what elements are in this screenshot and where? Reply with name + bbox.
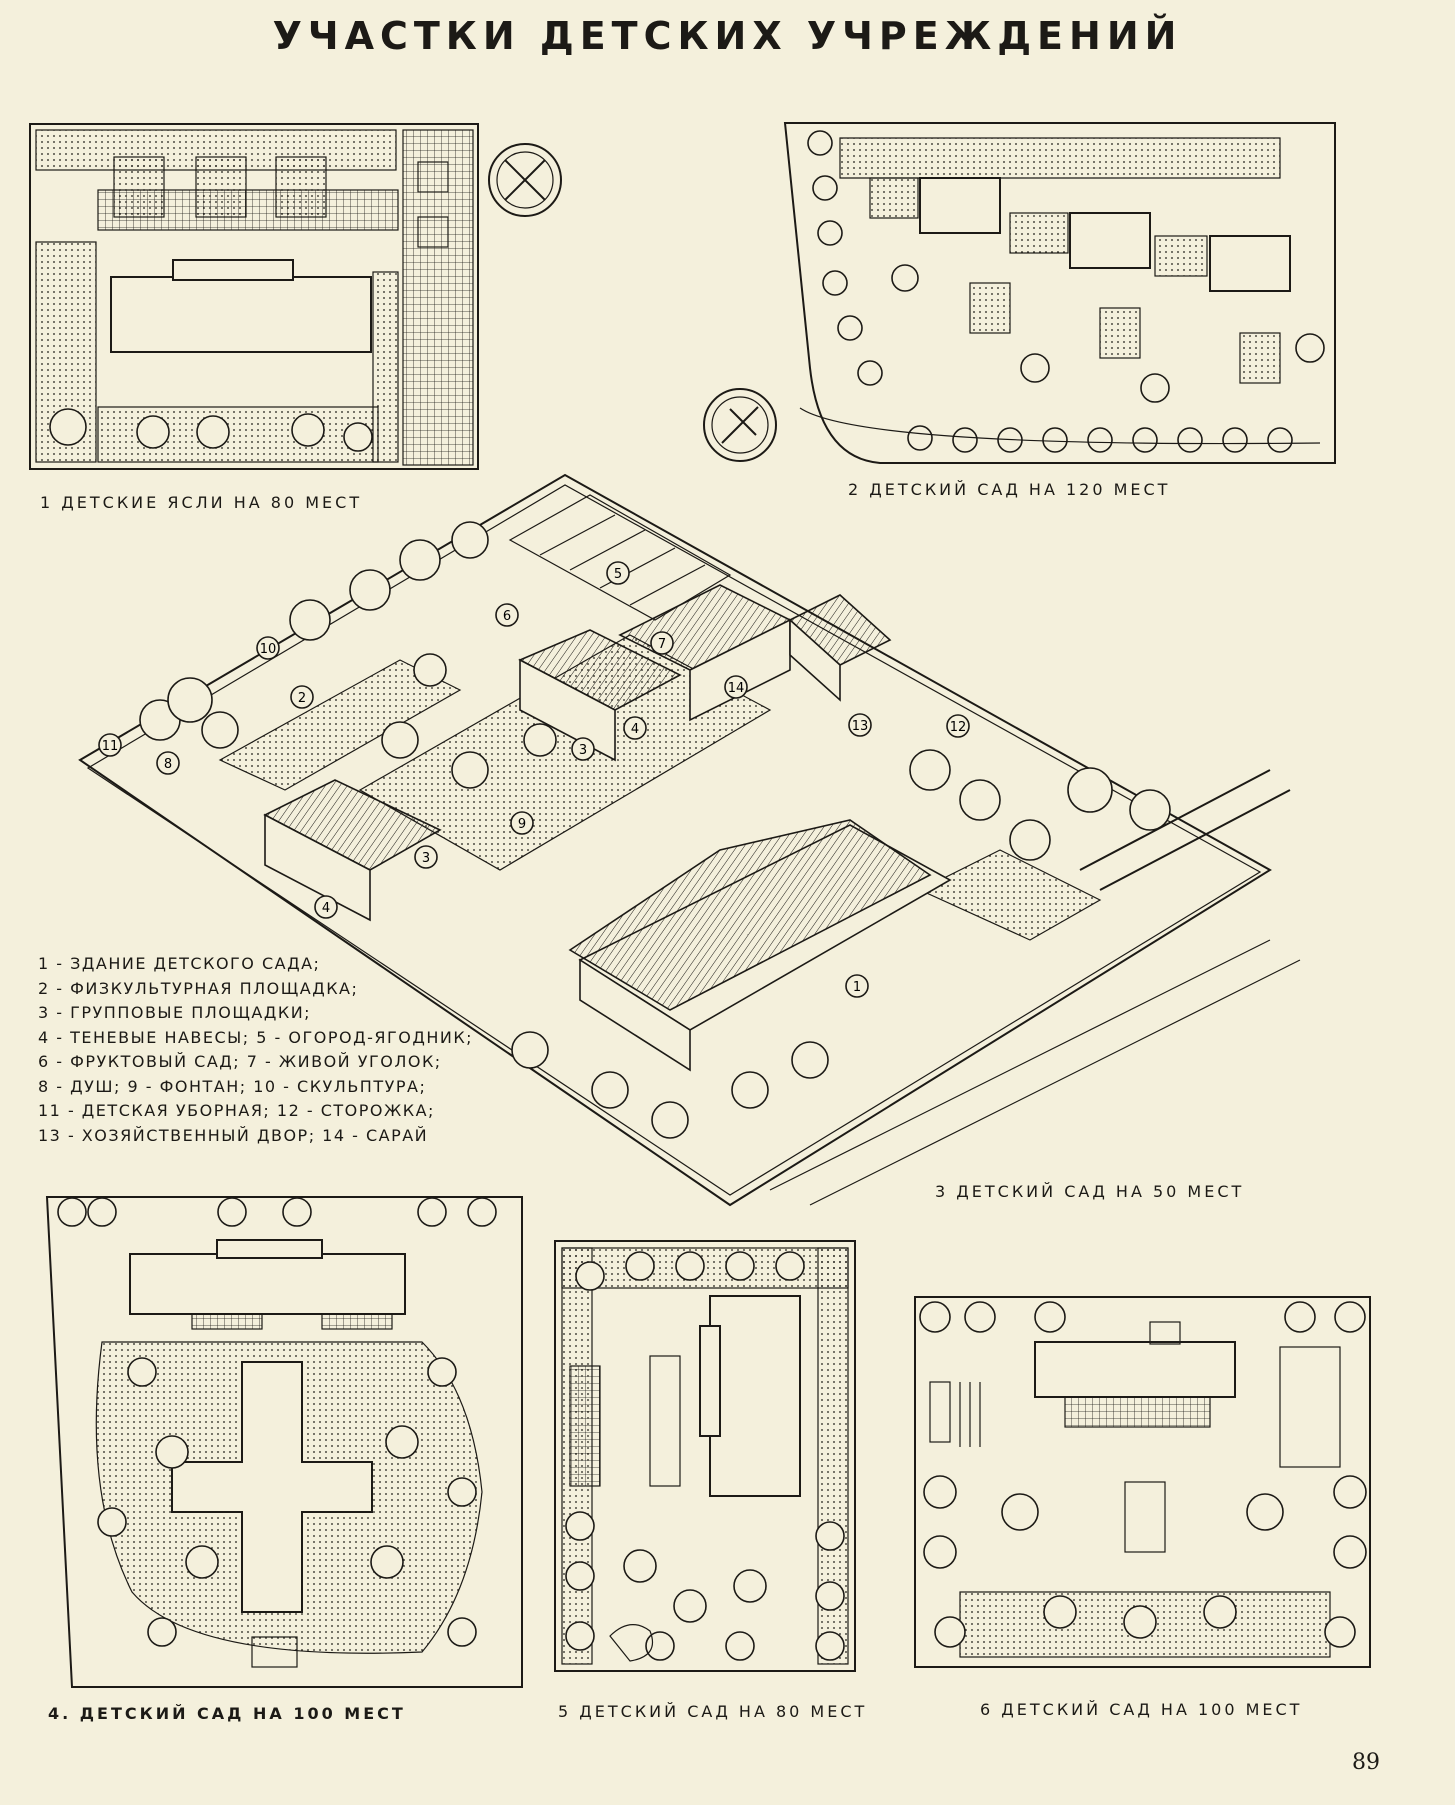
marker-4b: 4	[314, 895, 338, 919]
plan-5-caption: 5 ДЕТСКИЙ САД НА 80 МЕСТ	[558, 1702, 868, 1721]
plan-3-markers: 1 2 3 3 4 4 5 6 7 8 9 10 11 12 13 14	[98, 561, 970, 998]
marker-6-label: 6	[503, 609, 511, 624]
plan-4-kindergarten-100	[45, 1196, 523, 1688]
plan-2-caption: 2 ДЕТСКИЙ САД НА 120 МЕСТ	[848, 480, 1171, 499]
marker-3-label: 3	[579, 743, 587, 758]
shade-shelter-4	[263, 779, 442, 922]
marker-4b-label: 4	[322, 901, 330, 916]
marker-12: 12	[946, 714, 970, 738]
main-building	[568, 819, 952, 1072]
marker-9-label: 9	[518, 817, 526, 832]
legend-line: 2 - ФИЗКУЛЬТУРНАЯ ПЛОЩАДКА;	[38, 978, 359, 998]
marker-5: 5	[606, 561, 630, 585]
legend-line: 1 - ЗДАНИЕ ДЕТСКОГО САДА;	[38, 954, 321, 973]
plan-1-nursery	[29, 123, 479, 470]
north-arrow-1	[488, 143, 562, 217]
plan-2-kindergarten-120	[783, 122, 1336, 464]
legend-line: 3 - ГРУППОВЫЕ ПЛОЩАДКИ;	[38, 1003, 312, 1022]
marker-7: 7	[650, 631, 674, 655]
marker-13-label: 13	[852, 719, 869, 734]
marker-12-label: 12	[950, 720, 967, 735]
marker-10-label: 10	[260, 642, 277, 657]
plan-1-caption: 1 ДЕТСКИЕ ЯСЛИ НА 80 МЕСТ	[40, 493, 363, 512]
plan-5-kindergarten-80	[554, 1240, 856, 1672]
plan-3-legend: 1 - ЗДАНИЕ ДЕТСКОГО САДА; 2 - ФИЗКУЛЬТУР…	[38, 952, 474, 1148]
marker-13: 13	[848, 713, 872, 737]
marker-6: 6	[495, 603, 519, 627]
marker-4-label: 4	[631, 722, 639, 737]
marker-2-label: 2	[298, 691, 306, 706]
marker-1-label: 1	[853, 980, 861, 995]
marker-5-label: 5	[614, 567, 622, 582]
plan-4-caption: 4. ДЕТСКИЙ САД НА 100 МЕСТ	[48, 1704, 406, 1723]
legend-line: 4 - ТЕНЕВЫЕ НАВЕСЫ; 5 - ОГОРОД-ЯГОДНИК;	[38, 1027, 474, 1047]
live-corner-7	[518, 629, 682, 762]
marker-3b-label: 3	[422, 851, 430, 866]
legend-line: 13 - ХОЗЯЙСТВЕННЫЙ ДВОР; 14 - САРАЙ	[38, 1125, 429, 1145]
marker-3b: 3	[414, 845, 438, 869]
legend-line: 8 - ДУШ; 9 - ФОНТАН; 10 - СКУЛЬПТУРА;	[38, 1076, 427, 1096]
marker-8: 8	[156, 751, 180, 775]
marker-1: 1	[845, 974, 869, 998]
marker-3: 3	[571, 737, 595, 761]
marker-9: 9	[510, 811, 534, 835]
gatehouse-12	[788, 594, 892, 702]
legend-line: 6 - ФРУКТОВЫЙ САД; 7 - ЖИВОЙ УГОЛОК;	[38, 1052, 442, 1071]
marker-14-label: 14	[728, 681, 745, 696]
marker-2: 2	[290, 685, 314, 709]
marker-14: 14	[724, 675, 748, 699]
plan-6-caption: 6 ДЕТСКИЙ САД НА 100 МЕСТ	[980, 1700, 1303, 1719]
marker-4: 4	[623, 716, 647, 740]
marker-10: 10	[256, 636, 280, 660]
north-arrow-2	[703, 388, 777, 462]
marker-11-label: 11	[102, 739, 119, 754]
plan-6-kindergarten-100	[914, 1296, 1371, 1668]
marker-7-label: 7	[658, 637, 666, 652]
legend-line: 11 - ДЕТСКАЯ УБОРНАЯ; 12 - СТОРОЖКА;	[38, 1101, 435, 1120]
page-title: УЧАСТКИ ДЕТСКИХ УЧРЕЖДЕНИЙ	[272, 14, 1183, 58]
plan-3-caption: 3 ДЕТСКИЙ САД НА 50 МЕСТ	[935, 1182, 1245, 1201]
page-number: 89	[1352, 1750, 1380, 1775]
marker-11: 11	[98, 733, 122, 757]
plan-3-axonometric-view	[78, 473, 1301, 1207]
marker-8-label: 8	[164, 757, 172, 772]
